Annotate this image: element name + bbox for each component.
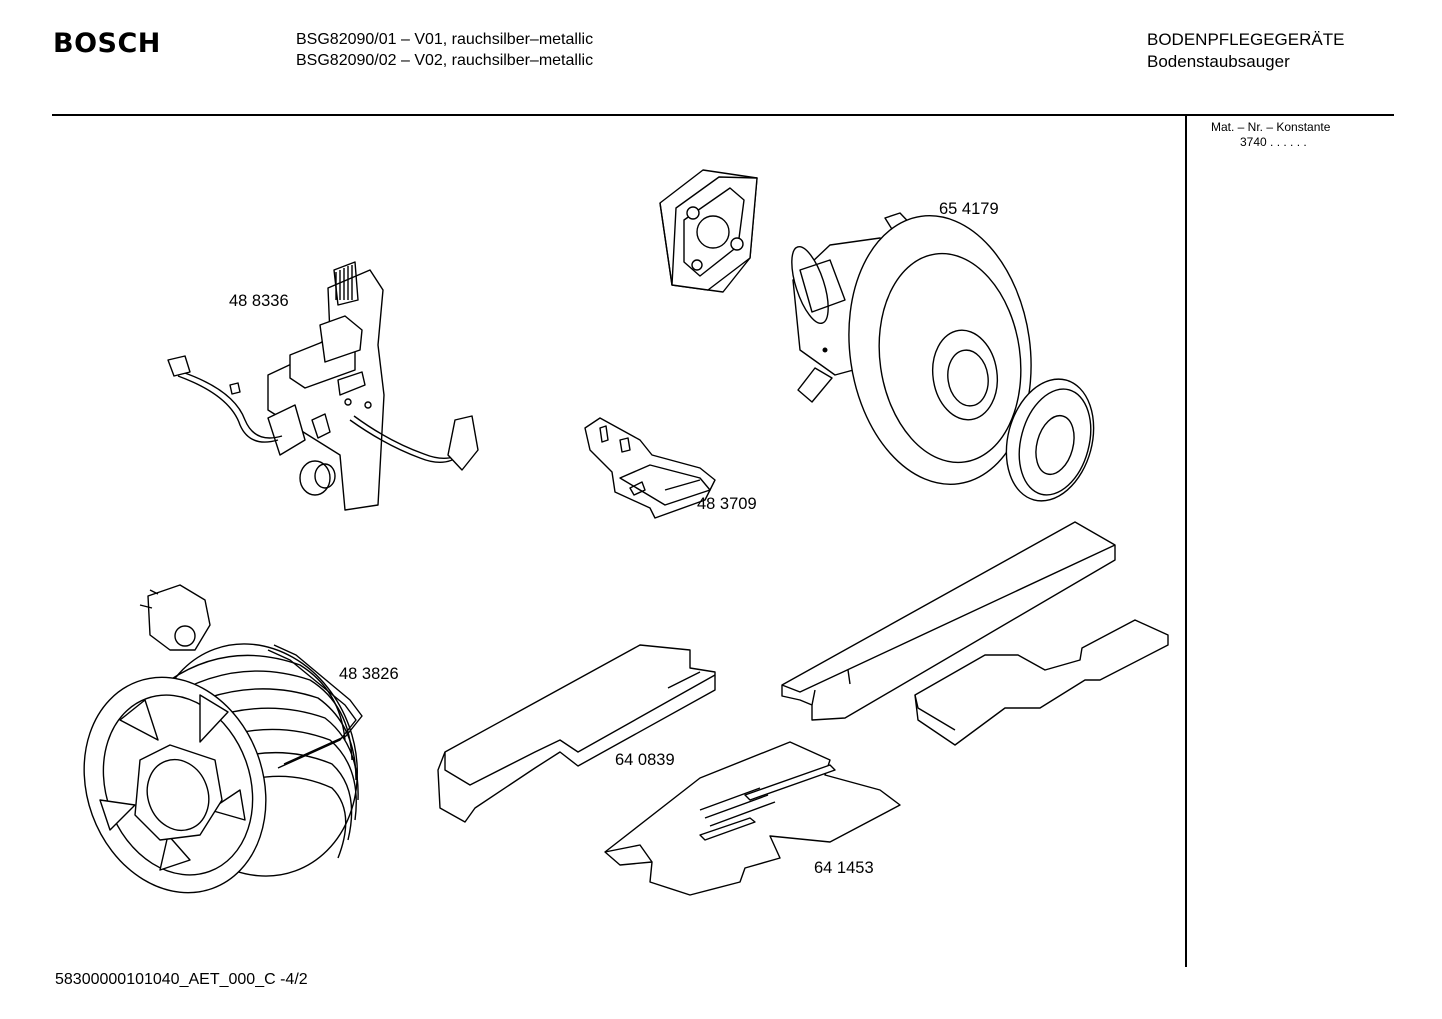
foam-pad-icon — [605, 742, 900, 895]
model-line-1: BSG82090/01 – V01, rauchsilber–metallic — [296, 31, 594, 48]
category-title: BODENPFLEGEGERÄTE — [1147, 30, 1345, 49]
header-divider — [52, 114, 1394, 116]
part-number-switch-clip: 48 3709 — [697, 495, 757, 513]
part-number-filter-plate: 64 0839 — [615, 751, 675, 769]
sidebar-divider — [1185, 116, 1187, 967]
gasket-icon — [915, 620, 1168, 745]
cable-reel-icon — [55, 585, 390, 918]
mat-number-label: Mat. – Nr. – Konstante — [1211, 120, 1331, 134]
motor-mount-icon — [660, 170, 757, 292]
sealing-strip-icon — [782, 522, 1115, 720]
part-number-foam-pad: 64 1453 — [814, 859, 874, 877]
circuit-board-icon — [168, 262, 478, 510]
category-subtitle: Bodenstaubsauger — [1147, 52, 1290, 71]
part-number-cable-reel: 48 3826 — [339, 665, 399, 683]
brand-logo: BOSCH — [53, 28, 161, 59]
model-line-2: BSG82090/02 – V02, rauchsilber–metallic — [296, 52, 594, 69]
mat-number-value: 3740 . . . . . . — [1240, 135, 1307, 149]
part-number-circuit-board: 48 8336 — [229, 292, 289, 310]
switch-clip-icon — [585, 418, 715, 518]
part-number-motor: 65 4179 — [939, 200, 999, 218]
filter-plate-icon — [438, 645, 715, 822]
motor-icon — [784, 204, 1106, 511]
document-code: 58300000101040_AET_000_C -4/2 — [55, 971, 308, 988]
